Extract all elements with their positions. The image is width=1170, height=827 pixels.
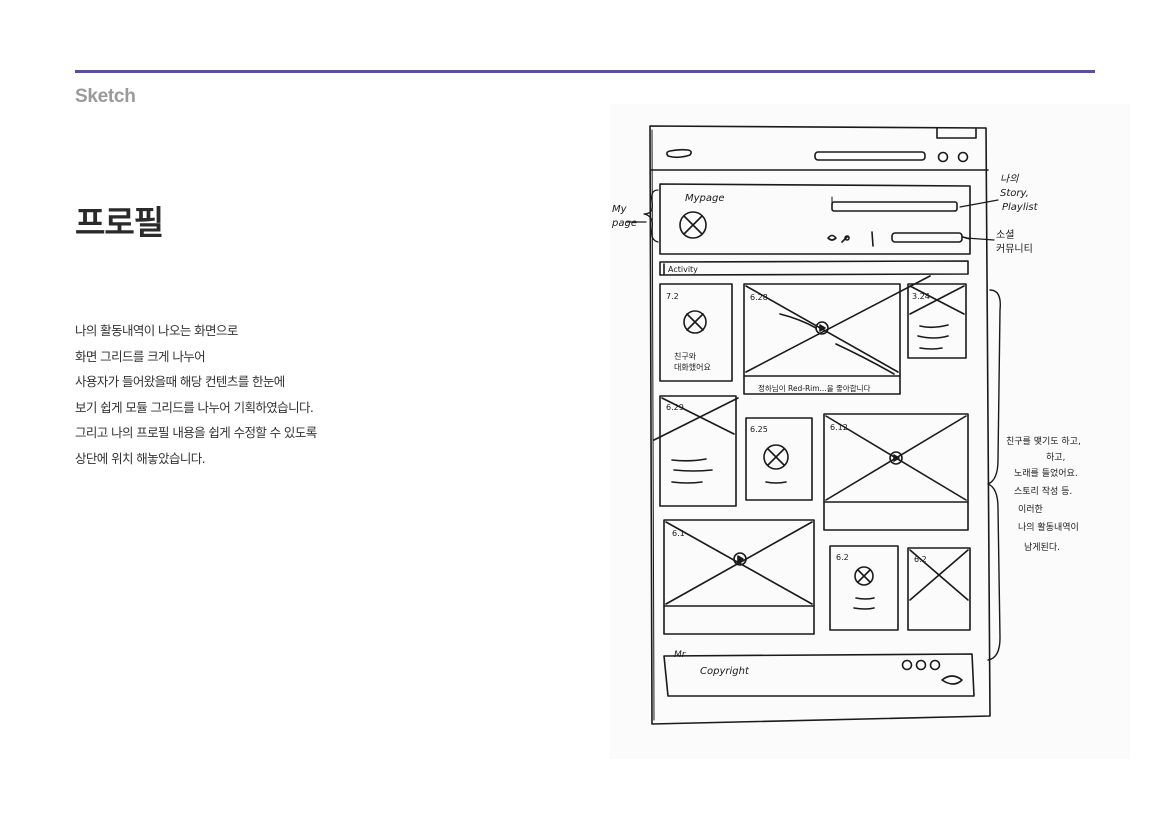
page-title: 프로필 bbox=[75, 203, 164, 242]
description-line: 화면 그리드를 크게 나누어 bbox=[75, 348, 206, 364]
card-date: 6.2 bbox=[914, 555, 927, 564]
annotation-text: 커뮤니티 bbox=[996, 243, 1033, 255]
annotation-text: page bbox=[611, 218, 637, 229]
footer-mark: Mr bbox=[674, 650, 687, 660]
annotation-mypage: My page bbox=[611, 189, 659, 243]
card-date: 6.29 bbox=[666, 403, 684, 412]
annotation-text: 나의 활동내역이 bbox=[1018, 521, 1079, 533]
annotation-text: 나의 bbox=[1000, 173, 1019, 185]
annotation-text: 노래를 들었어요. bbox=[1014, 467, 1078, 479]
sketch-card: 6.12 bbox=[823, 413, 969, 531]
description-line: 사용자가 들어왔을때 해당 컨텐츠를 한눈에 bbox=[75, 374, 285, 389]
annotation-text: 스토리 작성 등. bbox=[1014, 486, 1072, 497]
description-line: 그리고 나의 프로필 내용을 쉽게 수정할 수 있도록 bbox=[75, 425, 317, 440]
sketch-card: 3.24 bbox=[907, 283, 967, 359]
sketch-card: 6.2 bbox=[829, 545, 899, 631]
annotation-text: My bbox=[612, 204, 628, 215]
section-label: Sketch bbox=[75, 86, 136, 107]
card-date: 3.24 bbox=[912, 292, 930, 301]
card-date: 6.25 bbox=[750, 425, 768, 434]
annotation-text: 하고, bbox=[1046, 452, 1065, 463]
card-date: 6.28 bbox=[750, 293, 768, 302]
card-date: 6.12 bbox=[830, 423, 848, 432]
annotation-text: Playlist bbox=[1002, 202, 1039, 213]
card-caption: 대화했어요 bbox=[674, 362, 711, 372]
sketch-image: Mypage Activity 7.2 친구와 대화했어요 bbox=[610, 104, 1130, 759]
sketch-card: 6.25 bbox=[745, 417, 813, 501]
card-caption: 정하님이 Red-Rim...을 좋아합니다 bbox=[758, 383, 871, 393]
sketch-card: 6.29 bbox=[653, 395, 739, 507]
description-line: 상단에 위치 해놓았습니다. bbox=[75, 450, 206, 466]
sketch-header-bar bbox=[650, 148, 989, 171]
sketch-card: 6.28 정하님이 Red-Rim...을 좋아합니다 bbox=[743, 275, 931, 395]
activity-label: Activity bbox=[668, 265, 698, 274]
annotation-text: 친구를 맺기도 하고, bbox=[1006, 436, 1081, 447]
annotation-text: Story, bbox=[1000, 188, 1029, 199]
sketch-profile-box: Mypage bbox=[659, 183, 971, 255]
annotation-text: 남게된다. bbox=[1024, 541, 1060, 553]
annotation-social: 소셜 커뮤니티 bbox=[965, 229, 1033, 255]
description-line: 보기 쉽게 모듈 그리드를 나누어 기획하였습니다. bbox=[75, 399, 314, 415]
card-date: 6.2 bbox=[836, 553, 849, 562]
sketch-card: 6.2 bbox=[907, 547, 971, 631]
description-line: 나의 활동내역이 나오는 화면으로 bbox=[75, 323, 238, 338]
sketch-card: 6.1 bbox=[663, 519, 815, 635]
top-divider-rule bbox=[75, 70, 1095, 73]
card-date: 7.2 bbox=[666, 292, 679, 301]
description-block: 나의 활동내역이 나오는 화면으로 화면 그리드를 크게 나누어 사용자가 들어… bbox=[75, 318, 405, 471]
card-date: 6.1 bbox=[672, 529, 685, 538]
annotation-story: 나의 Story, Playlist bbox=[959, 173, 1039, 213]
sketch-card: 7.2 친구와 대화했어요 bbox=[659, 283, 733, 382]
annotation-text: 이러한 bbox=[1018, 504, 1043, 515]
annotation-text: 소셜 bbox=[996, 229, 1014, 241]
sketch-footer: Mr Copyright bbox=[663, 650, 975, 697]
annotation-activity: 친구를 맺기도 하고, 하고, 노래를 들었어요. 스토리 작성 등. 이러한 … bbox=[987, 289, 1081, 661]
sketch-activity-bar: Activity bbox=[659, 260, 969, 276]
copyright-label: Copyright bbox=[700, 666, 750, 677]
card-caption: 친구와 bbox=[674, 351, 697, 361]
wireframe-sketch: Mypage Activity 7.2 친구와 대화했어요 bbox=[611, 125, 1081, 725]
mypage-label: Mypage bbox=[685, 193, 725, 204]
